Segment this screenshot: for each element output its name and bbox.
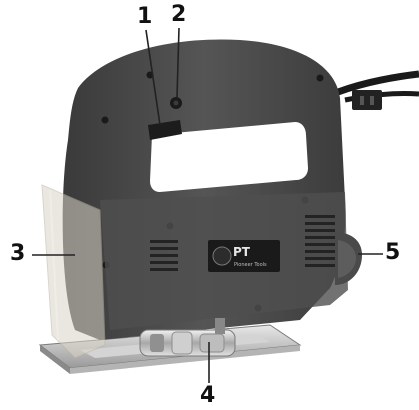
callout-5: 5	[385, 240, 401, 265]
callout-1: 1	[137, 4, 153, 29]
blade-guard	[41, 184, 106, 359]
cord-plug	[352, 90, 382, 110]
vent-slots-right	[305, 215, 335, 267]
logo-text: PT	[233, 245, 251, 259]
trigger-switch	[148, 120, 182, 140]
callout-4: 4	[200, 383, 216, 408]
vent-slots-left	[150, 240, 178, 271]
handle-opening	[150, 122, 308, 192]
power-cord	[336, 70, 419, 96]
svg-text:Pioneer Tools: Pioneer Tools	[234, 262, 267, 268]
leader-line-1	[145, 29, 161, 126]
callout-3: 3	[10, 241, 26, 266]
leader-line-2	[176, 27, 180, 98]
callout-2: 2	[171, 2, 187, 27]
